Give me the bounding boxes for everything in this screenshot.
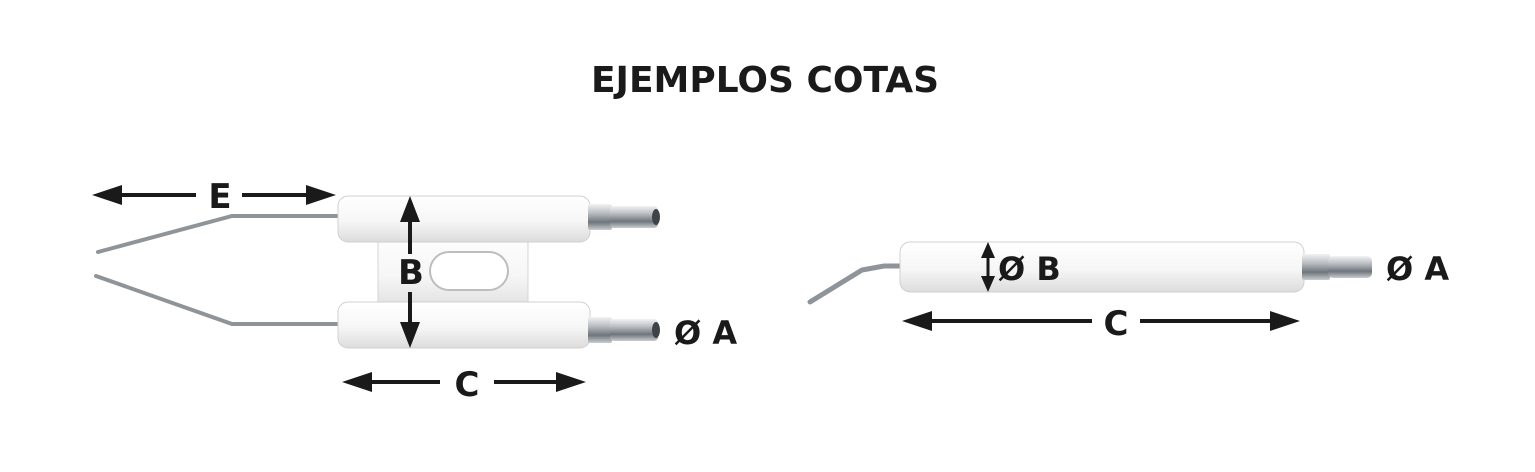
label-a-single: Ø A xyxy=(1386,250,1449,288)
double-electrode: E B C Ø A xyxy=(92,177,737,405)
label-a-double: Ø A xyxy=(674,314,737,352)
single-terminal-collar xyxy=(1302,254,1330,280)
top-terminal-collar xyxy=(588,204,612,230)
dimension-c-double xyxy=(342,372,586,392)
upper-wire xyxy=(96,214,342,254)
ceramic-bottom-tube xyxy=(337,301,591,349)
label-c-double: C xyxy=(455,365,480,405)
dimension-e xyxy=(92,185,336,205)
dimension-c-single xyxy=(902,311,1300,331)
bottom-terminal xyxy=(610,319,658,341)
ceramic-top-tube xyxy=(337,195,591,243)
label-c-single: C xyxy=(1104,304,1129,344)
bottom-terminal-collar xyxy=(588,317,612,343)
diagram-title: EJEMPLOS COTAS xyxy=(591,60,939,101)
label-e: E xyxy=(208,177,231,217)
single-terminal xyxy=(1328,256,1372,278)
label-b: B xyxy=(398,253,424,293)
dimension-b-single xyxy=(981,242,995,292)
single-electrode: Ø B Ø A C xyxy=(807,241,1449,344)
lower-wire xyxy=(94,274,342,326)
top-terminal xyxy=(610,206,658,228)
dimension-b xyxy=(400,196,420,348)
tip-wire xyxy=(807,263,905,305)
ceramic-tube xyxy=(899,241,1305,293)
label-b-single: Ø B xyxy=(998,250,1061,288)
bridge-slot xyxy=(429,251,509,291)
